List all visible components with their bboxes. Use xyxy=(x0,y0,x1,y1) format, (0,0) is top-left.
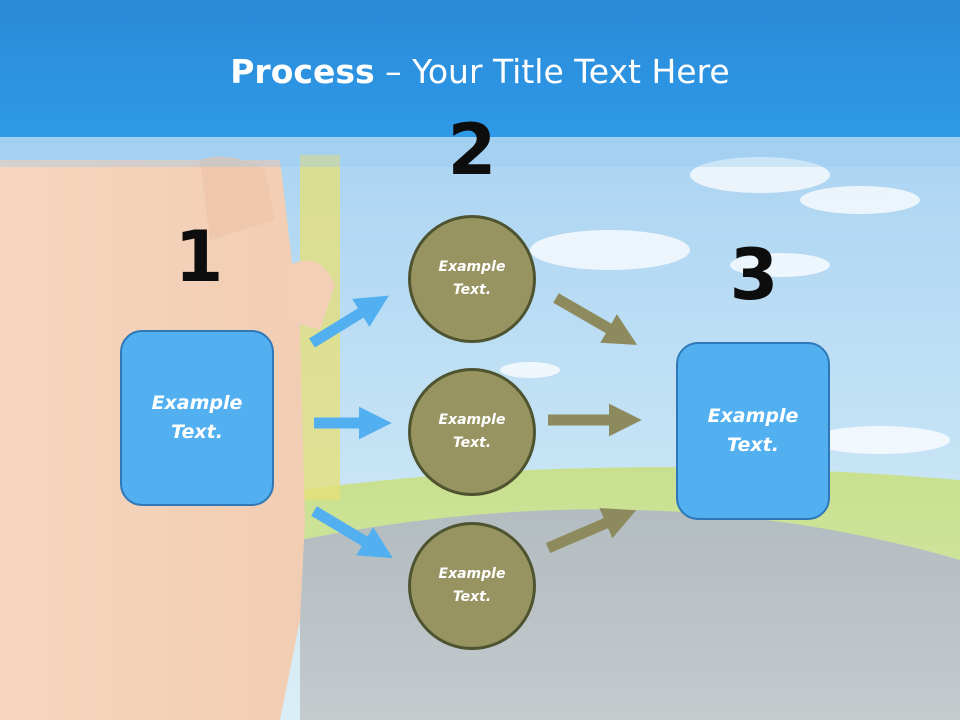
step-2-circle-top-text: Example Text. xyxy=(438,259,506,298)
step-3-box: Example Text. xyxy=(676,342,830,520)
title-bold: Process xyxy=(230,52,375,91)
step-2-circle-middle-text: Example Text. xyxy=(438,412,506,451)
step-number-1: 1 xyxy=(174,216,224,298)
slide-title: Process – Your Title Text Here xyxy=(0,52,960,91)
title-rest: – Your Title Text Here xyxy=(374,52,730,91)
step-1-text: Example Text. xyxy=(151,392,243,443)
step-2-circle-bottom-text: Example Text. xyxy=(438,566,506,605)
step-2-circle-bottom: Example Text. xyxy=(408,522,536,650)
arrow-2-bottom-to-3 xyxy=(545,508,637,554)
step-number-3: 3 xyxy=(729,234,779,316)
step-2-circle-top: Example Text. xyxy=(408,215,536,343)
step-number-2: 2 xyxy=(447,109,497,191)
arrow-2-top-to-3 xyxy=(553,293,638,345)
arrow-1-to-2-bottom xyxy=(311,506,394,559)
title-strip xyxy=(0,137,960,167)
arrow-1-to-2-top xyxy=(309,295,389,348)
step-1-box: Example Text. xyxy=(120,330,274,506)
step-2-circle-middle: Example Text. xyxy=(408,368,536,496)
title-bar xyxy=(0,0,960,137)
step-3-text: Example Text. xyxy=(707,405,799,456)
